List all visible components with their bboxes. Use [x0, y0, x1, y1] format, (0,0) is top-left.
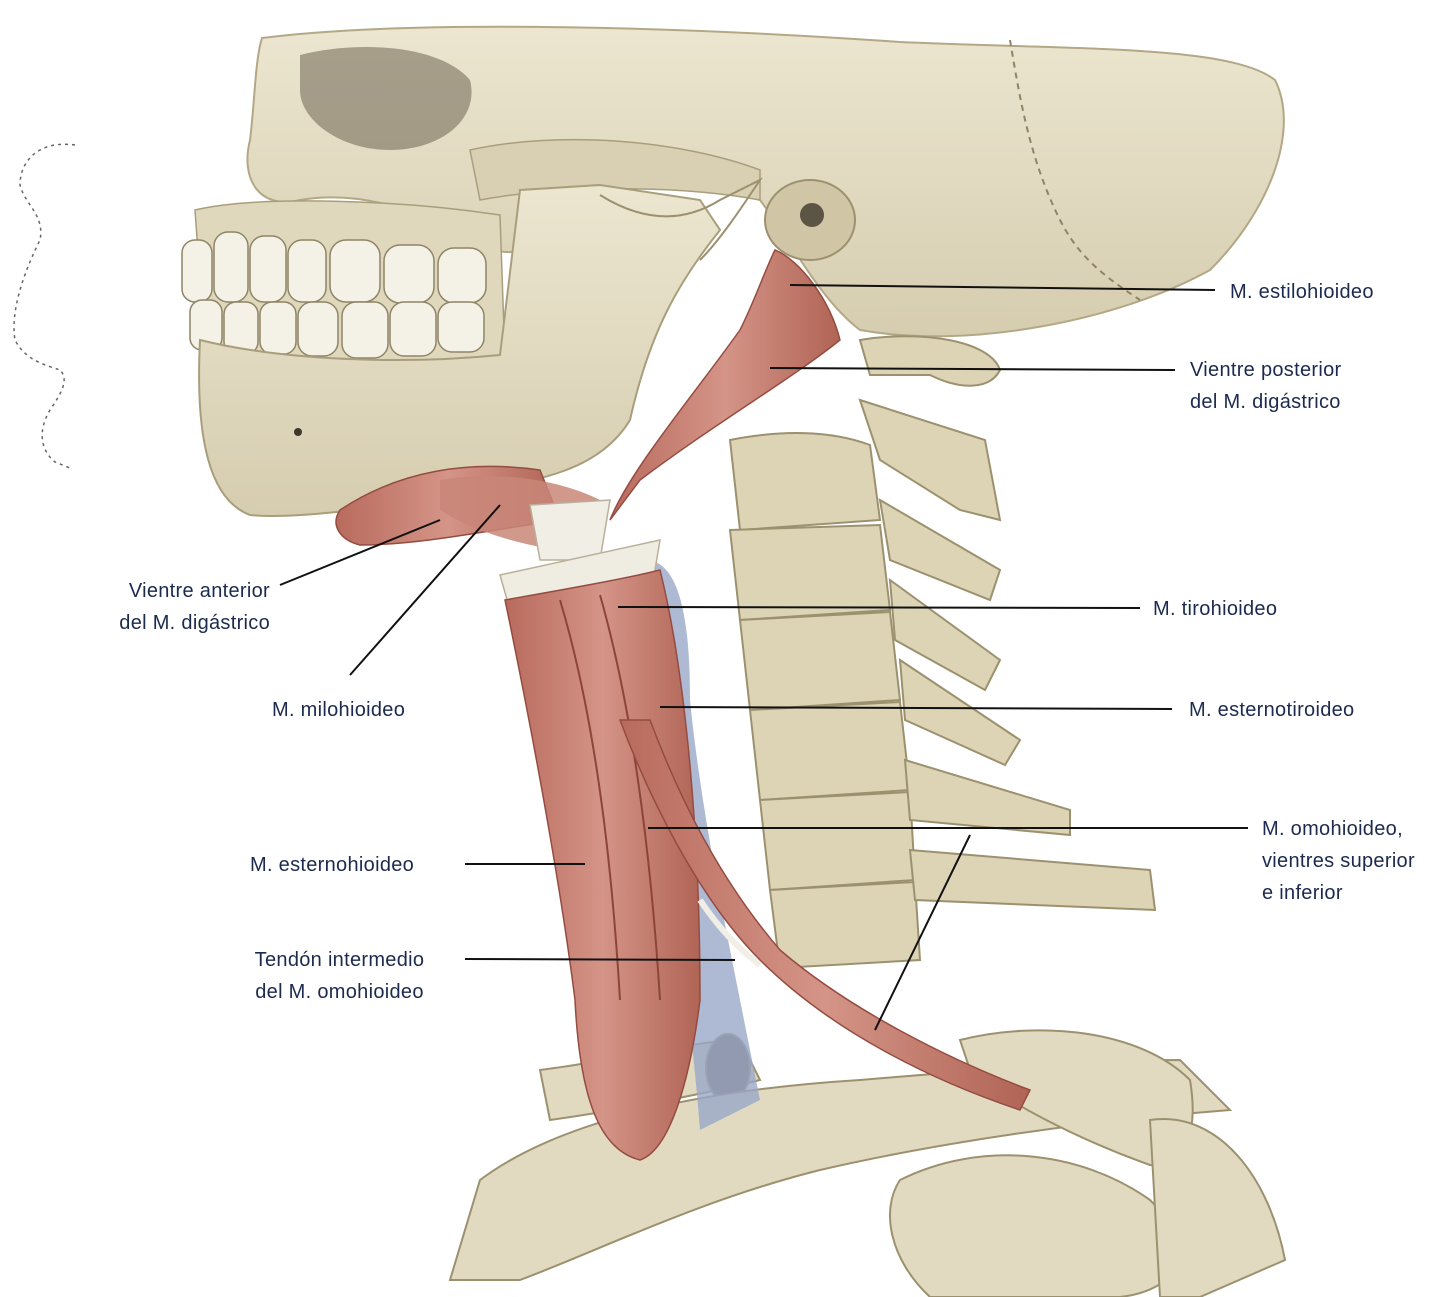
leader-omohioideo-inferior: [874, 834, 971, 1031]
leader-vientre-anterior: [279, 519, 441, 586]
leader-estilohioideo: [789, 284, 1216, 291]
label-line: del M. omohioideo: [255, 981, 424, 1003]
shoulder-girdle: [448, 1029, 1287, 1297]
label-line: M. esternotiroideo: [1189, 699, 1355, 721]
leader-lines: [279, 284, 1248, 1031]
label-line: Tendón intermedio: [254, 949, 425, 971]
face-outline: [13, 143, 76, 469]
label-line: M. omohioideo,: [1262, 818, 1403, 840]
label-line: e inferior: [1262, 882, 1343, 904]
skull: [246, 25, 1285, 338]
label-line: Vientre anterior: [128, 580, 270, 602]
leader-tirohioideo: [617, 606, 1141, 609]
label-tendon-intermedio-omohioideo: Tendón intermedio del M. omohioideo: [232, 944, 447, 1008]
label-esternohioideo: M. esternohioideo: [250, 849, 414, 881]
label-line: M. esternohioideo: [250, 854, 415, 876]
label-esternotiroideo: M. esternotiroideo: [1189, 694, 1354, 726]
mandible: [198, 177, 763, 517]
label-vientre-anterior-digastrico: Vientre anterior del M. digástrico: [70, 575, 270, 639]
label-tirohioideo: M. tirohioideo: [1153, 593, 1277, 625]
label-line: del M. digástrico: [1190, 391, 1341, 413]
cervical-spine: [728, 335, 1157, 970]
label-vientre-posterior-digastrico: Vientre posterior del M. digástrico: [1190, 354, 1341, 418]
label-line: vientres superior: [1262, 850, 1415, 872]
label-estilohioideo: M. estilohioideo: [1230, 276, 1374, 308]
label-line: M. tirohioideo: [1153, 598, 1278, 620]
leader-milohioideo: [349, 504, 501, 676]
label-omohioideo: M. omohioideo, vientres superior e infer…: [1262, 813, 1415, 909]
label-line: Vientre posterior: [1190, 359, 1342, 381]
leader-vientre-posterior: [769, 367, 1176, 371]
label-line: M. estilohioideo: [1230, 281, 1374, 303]
label-milohioideo: M. milohioideo: [272, 694, 405, 726]
muscles: [335, 249, 1032, 1161]
leader-tendon-intermedio: [464, 958, 736, 961]
label-line: M. milohioideo: [272, 699, 406, 721]
label-line: del M. digástrico: [119, 612, 270, 634]
leader-esternotiroideo: [659, 706, 1173, 710]
teeth: [181, 200, 506, 368]
